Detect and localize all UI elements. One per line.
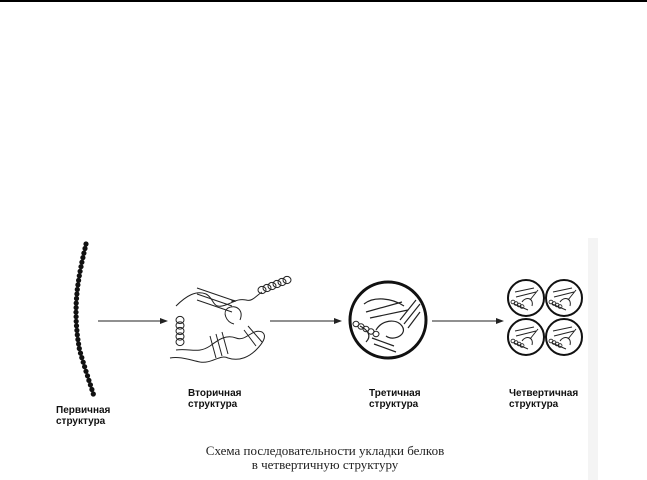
amino-acid-bead: [74, 291, 80, 297]
tertiary-structure-globule: [348, 280, 428, 360]
helix-turn: [282, 275, 292, 285]
helix-turn: [175, 332, 185, 341]
quaternary-subunit: [545, 279, 583, 317]
caption-line2: в четвертичную структуру: [251, 457, 399, 472]
quaternary-subunit: [507, 279, 545, 317]
amino-acid-bead: [80, 255, 86, 261]
alpha-helix-left: [175, 315, 185, 347]
amino-acid-bead: [74, 327, 80, 333]
amino-acid-bead: [81, 250, 87, 256]
quaternary-subunit: [545, 318, 583, 356]
amino-acid-bead: [82, 364, 88, 370]
figure-caption: Схема последовательности укладки белков …: [160, 444, 490, 472]
amino-acid-bead: [78, 264, 84, 270]
tertiary-helix: [352, 320, 380, 338]
amino-acid-bead: [86, 377, 92, 383]
tertiary-label-line2: структура: [369, 399, 419, 410]
quaternary-label-line1: Четвертичная: [509, 388, 579, 399]
page-top-rule: [0, 0, 647, 2]
amino-acid-bead: [73, 295, 80, 302]
amino-acid-bead: [83, 368, 89, 374]
amino-acid-bead: [77, 268, 83, 274]
quaternary-structure-label: Четвертичная структура: [509, 388, 578, 410]
secondary-label-line2: структура: [188, 399, 238, 410]
image-edge-strip: [588, 238, 598, 480]
helix-turn: [175, 315, 185, 325]
amino-acid-bead: [73, 314, 79, 320]
helix-turn: [272, 279, 282, 289]
amino-acid-bead: [76, 273, 82, 279]
primary-label-line2: структура: [56, 416, 106, 427]
arrow-tertiary-to-quaternary: [432, 318, 504, 324]
secondary-structure-figure: [169, 287, 265, 363]
amino-acid-bead: [79, 259, 85, 265]
beta-sheet-upper: [196, 287, 237, 313]
amino-acid-bead: [74, 332, 80, 338]
helix-turn: [277, 277, 287, 287]
helix-turn: [175, 326, 185, 336]
amino-acid-bead: [76, 341, 82, 347]
amino-acid-bead: [79, 355, 85, 361]
amino-acid-bead: [82, 245, 88, 252]
tertiary-label-line1: Третичная: [369, 388, 421, 399]
amino-acid-bead: [84, 373, 91, 379]
amino-acid-bead: [73, 318, 79, 324]
amino-acid-bead: [76, 277, 82, 283]
quaternary-label-line2: структура: [509, 399, 559, 410]
amino-acid-bead: [89, 386, 95, 393]
beta-sheet-right: [243, 325, 263, 347]
amino-acid-bead: [74, 286, 80, 293]
primary-label-line1: Первичная: [56, 405, 111, 416]
quaternary-structure-tetramer: [507, 279, 583, 356]
helix-turn: [175, 321, 185, 330]
arrow-primary-to-secondary: [98, 318, 168, 324]
beta-sheet-lower: [209, 331, 229, 359]
alpha-helix-right-upper: [257, 275, 292, 295]
amino-acid-bead: [80, 359, 86, 365]
amino-acid-bead: [73, 323, 80, 329]
helix-turn: [262, 283, 272, 293]
secondary-structure-label: Вторичная структура: [188, 388, 241, 410]
amino-acid-bead: [75, 336, 81, 343]
amino-acid-bead: [83, 241, 89, 247]
amino-acid-bead: [73, 309, 79, 315]
arrow-secondary-to-tertiary: [270, 318, 342, 324]
secondary-label-line1: Вторичная: [188, 388, 242, 399]
amino-acid-bead: [73, 305, 79, 311]
helix-turn: [175, 337, 185, 347]
helix-turn: [257, 285, 267, 295]
amino-acid-bead: [77, 350, 84, 356]
amino-acid-bead: [87, 382, 93, 388]
amino-acid-bead: [73, 300, 79, 306]
primary-structure-bead-chain: [73, 241, 96, 397]
tertiary-structure-label: Третичная структура: [369, 388, 421, 410]
primary-structure-label: Первичная структура: [56, 405, 110, 427]
caption-line1: Схема последовательности укладки белков: [205, 443, 445, 458]
helix-turn: [372, 330, 380, 338]
amino-acid-bead: [90, 391, 96, 397]
amino-acid-bead: [75, 282, 81, 288]
helix-turn: [267, 281, 277, 291]
quaternary-subunit: [507, 318, 545, 356]
amino-acid-bead: [76, 345, 82, 352]
